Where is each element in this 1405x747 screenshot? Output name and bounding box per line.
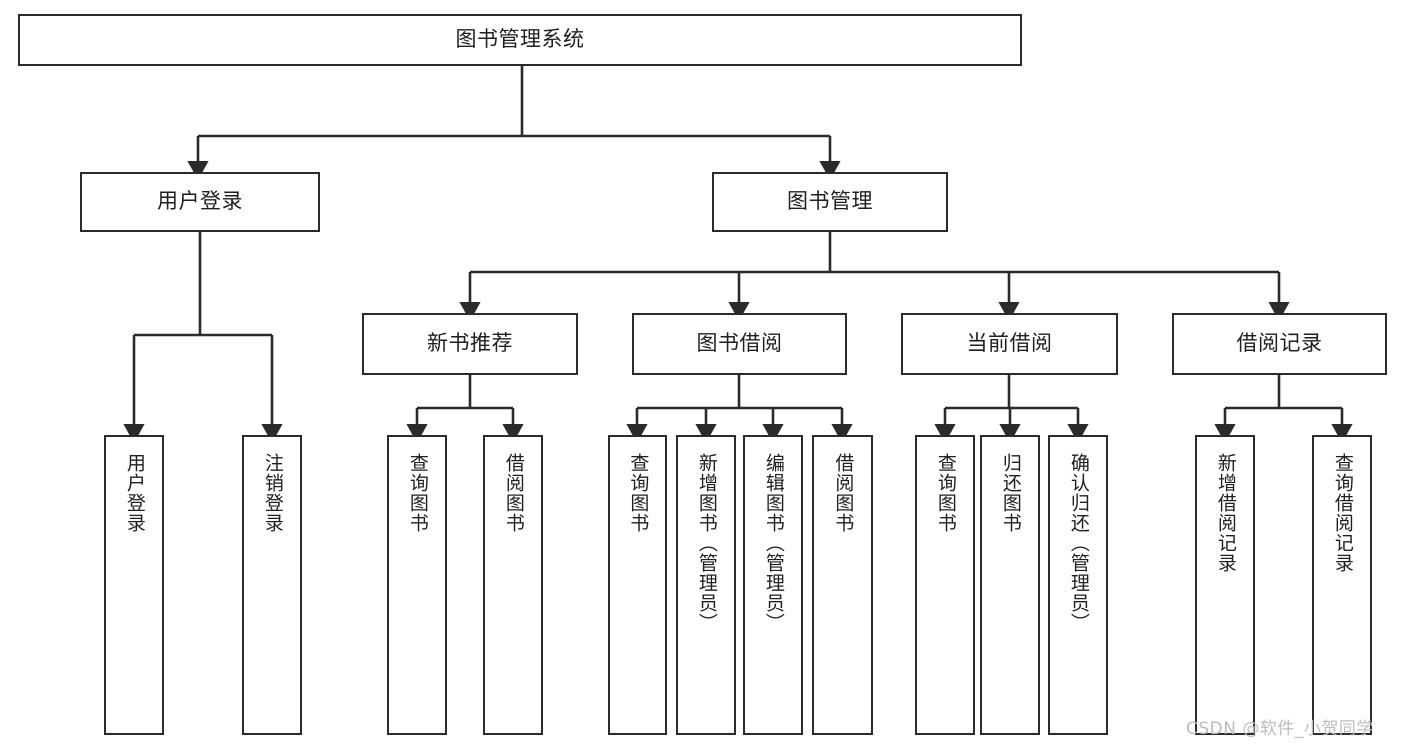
leaf-user-login[interactable]: 用户登录 bbox=[104, 435, 164, 735]
leaf-query-borrow-record[interactable]: 查询借阅记录 bbox=[1312, 435, 1372, 735]
node-book-borrow[interactable]: 图书借阅 bbox=[632, 313, 847, 375]
node-book-borrow-label: 图书借阅 bbox=[696, 331, 783, 356]
leaf-query-book-rec[interactable]: 查询图书 bbox=[387, 435, 447, 735]
leaf-edit-book-admin-label: 编辑图书（管理员） bbox=[762, 453, 785, 633]
node-current-borrow[interactable]: 当前借阅 bbox=[901, 313, 1118, 375]
leaf-add-book-admin-label: 新增图书（管理员） bbox=[695, 453, 718, 633]
node-book-management-label: 图书管理 bbox=[787, 189, 873, 214]
leaf-confirm-return-admin[interactable]: 确认归还（管理员） bbox=[1048, 435, 1108, 735]
node-root[interactable]: 图书管理系统 bbox=[18, 14, 1022, 66]
node-user-login-label: 用户登录 bbox=[157, 189, 243, 214]
node-current-borrow-label: 当前借阅 bbox=[966, 331, 1053, 356]
leaf-user-login-label: 用户登录 bbox=[123, 453, 146, 533]
leaf-borrow-book-rec-label: 借阅图书 bbox=[502, 453, 525, 533]
node-new-book-recommend[interactable]: 新书推荐 bbox=[362, 313, 578, 375]
leaf-logout[interactable]: 注销登录 bbox=[242, 435, 302, 735]
leaf-query-book-current-label: 查询图书 bbox=[934, 453, 957, 533]
leaf-borrow-book-label: 借阅图书 bbox=[832, 453, 855, 533]
leaf-return-book-label: 归还图书 bbox=[999, 453, 1022, 533]
leaf-logout-label: 注销登录 bbox=[261, 453, 284, 533]
leaf-query-book-rec-label: 查询图书 bbox=[406, 453, 429, 533]
node-book-management[interactable]: 图书管理 bbox=[712, 172, 948, 232]
leaf-borrow-book-rec[interactable]: 借阅图书 bbox=[483, 435, 543, 735]
leaf-edit-book-admin[interactable]: 编辑图书（管理员） bbox=[743, 435, 803, 735]
node-new-book-recommend-label: 新书推荐 bbox=[427, 331, 513, 356]
leaf-confirm-return-admin-label: 确认归还（管理员） bbox=[1067, 453, 1090, 633]
leaf-query-book-current[interactable]: 查询图书 bbox=[915, 435, 975, 735]
leaf-query-borrow-record-label: 查询借阅记录 bbox=[1331, 453, 1354, 573]
leaf-query-book-borrow-label: 查询图书 bbox=[627, 453, 650, 533]
watermark: CSDN @软件_小贺同学 bbox=[1186, 719, 1374, 739]
leaf-add-borrow-record[interactable]: 新增借阅记录 bbox=[1195, 435, 1255, 735]
leaf-borrow-book[interactable]: 借阅图书 bbox=[812, 435, 873, 735]
node-borrow-records[interactable]: 借阅记录 bbox=[1172, 313, 1387, 375]
leaf-add-borrow-record-label: 新增借阅记录 bbox=[1214, 453, 1237, 573]
node-borrow-records-label: 借阅记录 bbox=[1236, 331, 1323, 356]
node-root-label: 图书管理系统 bbox=[455, 27, 585, 52]
node-user-login[interactable]: 用户登录 bbox=[80, 172, 320, 232]
leaf-add-book-admin[interactable]: 新增图书（管理员） bbox=[676, 435, 736, 735]
leaf-return-book[interactable]: 归还图书 bbox=[980, 435, 1040, 735]
leaf-query-book-borrow[interactable]: 查询图书 bbox=[608, 435, 667, 735]
